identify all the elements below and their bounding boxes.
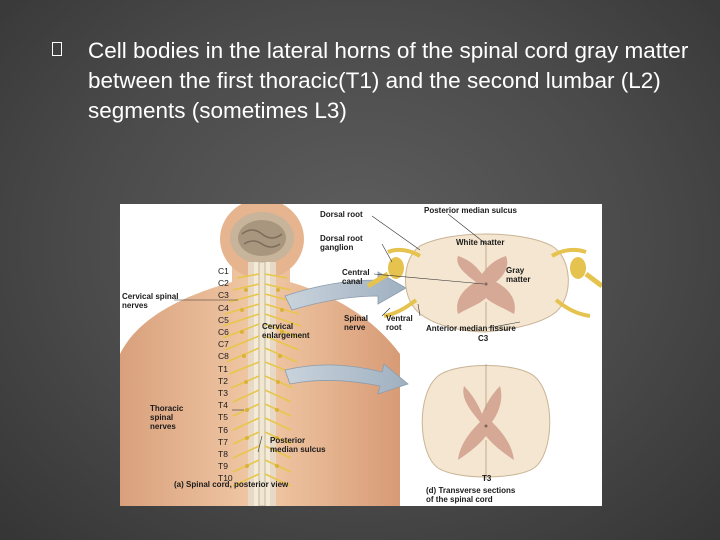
spinal-cord-figure: Dorsal root Dorsal root ganglion Central… xyxy=(120,204,602,506)
anatomy-illustration xyxy=(120,204,602,506)
label-t3: T3 xyxy=(482,474,492,483)
label-anterior-median-fissure: Anterior median fissure xyxy=(426,324,516,333)
segment-label-c2: C2 xyxy=(218,278,229,289)
label-dorsal-root-ganglion: Dorsal root ganglion xyxy=(320,234,363,252)
segment-label-t1: T1 xyxy=(218,363,228,374)
segment-label-t6: T6 xyxy=(218,424,228,435)
label-cervical-enlargement: Cervical enlargement xyxy=(262,322,310,340)
segment-label-c8: C8 xyxy=(218,351,229,362)
label-gray-matter: Gray matter xyxy=(506,266,531,284)
segment-label-c6: C6 xyxy=(218,327,229,337)
label-posterior-median-sulcus-2: Posterior median sulcus xyxy=(270,436,326,454)
label-ventral-root: Ventral root xyxy=(386,314,413,332)
segment-label-t8: T8 xyxy=(218,449,228,459)
segment-label-c1: C1 xyxy=(218,266,229,276)
bullet-text: Cell bodies in the lateral horns of the … xyxy=(88,38,689,123)
segment-label-t2: T2 xyxy=(218,375,228,386)
segment-label-t9: T9 xyxy=(218,461,228,472)
segment-label-t4: T4 xyxy=(218,400,228,411)
segment-label-c4: C4 xyxy=(218,302,229,313)
segment-label-t7: T7 xyxy=(218,436,228,447)
cross-section-c3 xyxy=(366,233,602,333)
label-spinal-nerve: Spinal nerve xyxy=(344,314,369,332)
label-white-matter: White matter xyxy=(456,238,505,247)
segment-label-t3: T3 xyxy=(218,388,228,398)
label-dorsal-root: Dorsal root xyxy=(320,210,363,219)
label-thoracic-spinal-nerves: Thoracic spinal nerves xyxy=(150,404,184,431)
label-c3: C3 xyxy=(478,334,489,343)
caption-a: (a) Spinal cord, posterior view xyxy=(174,480,289,489)
bullet-item: Cell bodies in the lateral horns of the … xyxy=(52,36,692,126)
cross-section-t3 xyxy=(421,364,551,480)
segment-label-c7: C7 xyxy=(218,339,229,350)
label-posterior-median-sulcus: Posterior median sulcus xyxy=(424,206,517,215)
caption-d: (d) Transverse sections of the spinal co… xyxy=(426,486,516,504)
segment-label-t5: T5 xyxy=(218,412,228,423)
label-cervical-spinal-nerves: Cervical spinal nerves xyxy=(122,292,179,310)
segment-label-c3: C3 xyxy=(218,290,229,301)
segment-label-c5: C5 xyxy=(218,314,229,325)
bullet-box-icon xyxy=(52,42,62,56)
segment-label-t10: T10 xyxy=(218,473,233,484)
label-central-canal: Central canal xyxy=(342,268,370,286)
